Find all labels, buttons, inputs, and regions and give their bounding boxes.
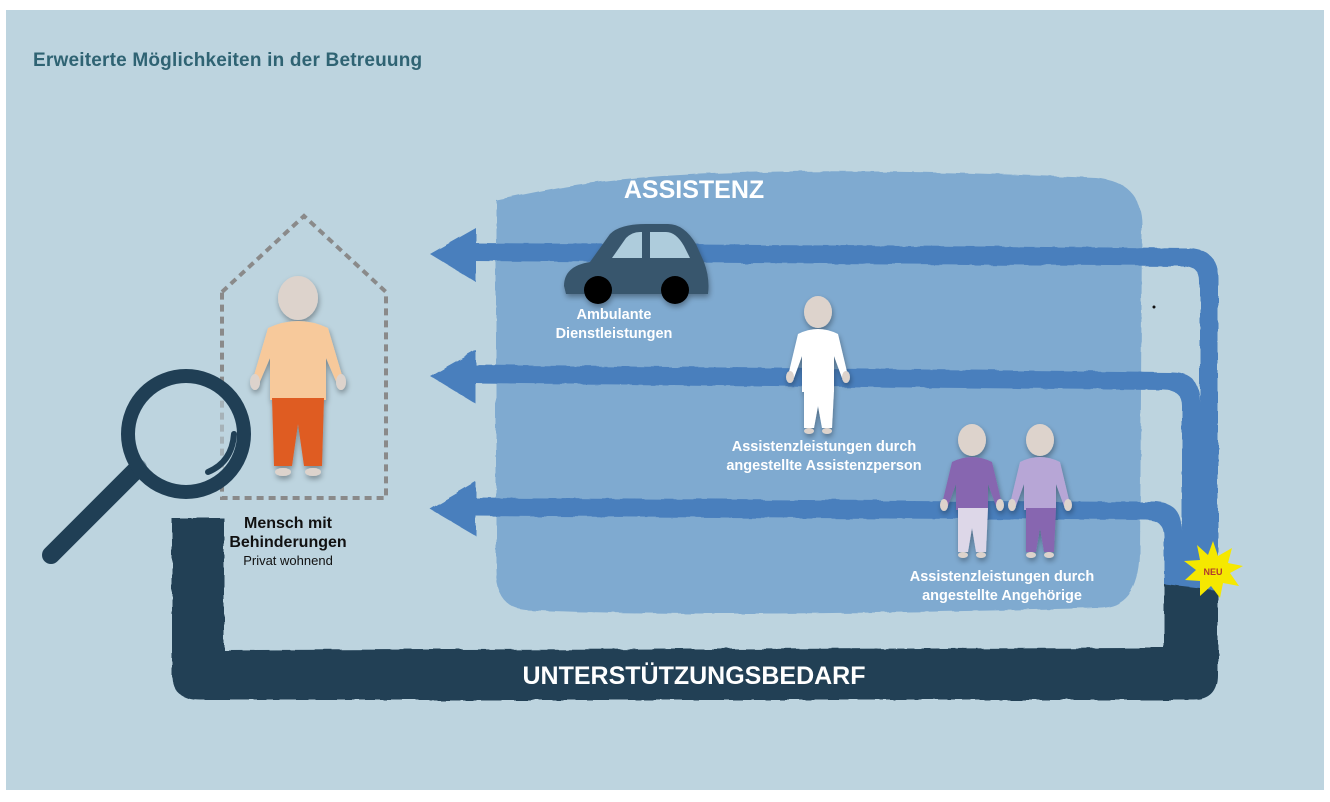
- page-title: Erweiterte Möglichkeiten in der Betreuun…: [33, 50, 423, 71]
- service-ambulant-label: Ambulante Dienstleistungen: [464, 306, 764, 344]
- assistenz-label: ASSISTENZ: [623, 176, 765, 204]
- neu-badge-label: NEU: [1203, 567, 1223, 577]
- person-subtitle: Privat wohnend: [243, 553, 333, 568]
- relative-pair-icon: [940, 424, 1072, 558]
- support-band: [172, 518, 1218, 700]
- service-ambulant-line1: Ambulante: [576, 307, 652, 323]
- person-name-line2: Behinderungen: [229, 534, 347, 551]
- arrow-ambulant: [430, 228, 1218, 590]
- person-name-line1: Mensch mit: [243, 515, 332, 532]
- car-icon: [564, 224, 709, 304]
- person-icon: [250, 276, 346, 476]
- service-angehoerige-line1: Assistenzleistungen durch: [909, 569, 1095, 585]
- arrow-assistenzperson: [430, 350, 1200, 588]
- arrow-angehoerige: [430, 482, 1182, 586]
- service-angehoerige-line2: angestellte Angehörige: [922, 588, 1082, 604]
- support-label: UNTERSTÜTZUNGSBEDARF: [522, 662, 866, 690]
- neu-starburst-icon: [1184, 541, 1243, 598]
- diagram-graphics: [42, 171, 1243, 700]
- service-assistenzperson-line2: angestellte Assistenzperson: [726, 458, 922, 474]
- service-angehoerige-label: Assistenzleistungen durch angestellte An…: [852, 568, 1152, 606]
- assistant-person-icon: [786, 296, 850, 434]
- diagram-canvas: Erweiterte Möglichkeiten in der Betreuun…: [6, 10, 1324, 790]
- person-label: Mensch mit Behinderungen Privat wohnend: [178, 514, 398, 570]
- service-ambulant-line2: Dienstleistungen: [555, 326, 673, 342]
- service-assistenzperson-line1: Assistenzleistungen durch: [731, 439, 917, 455]
- service-assistenzperson-label: Assistenzleistungen durch angestellte As…: [674, 438, 974, 476]
- magnifier-icon: [42, 369, 251, 564]
- small-dot: [1152, 305, 1156, 309]
